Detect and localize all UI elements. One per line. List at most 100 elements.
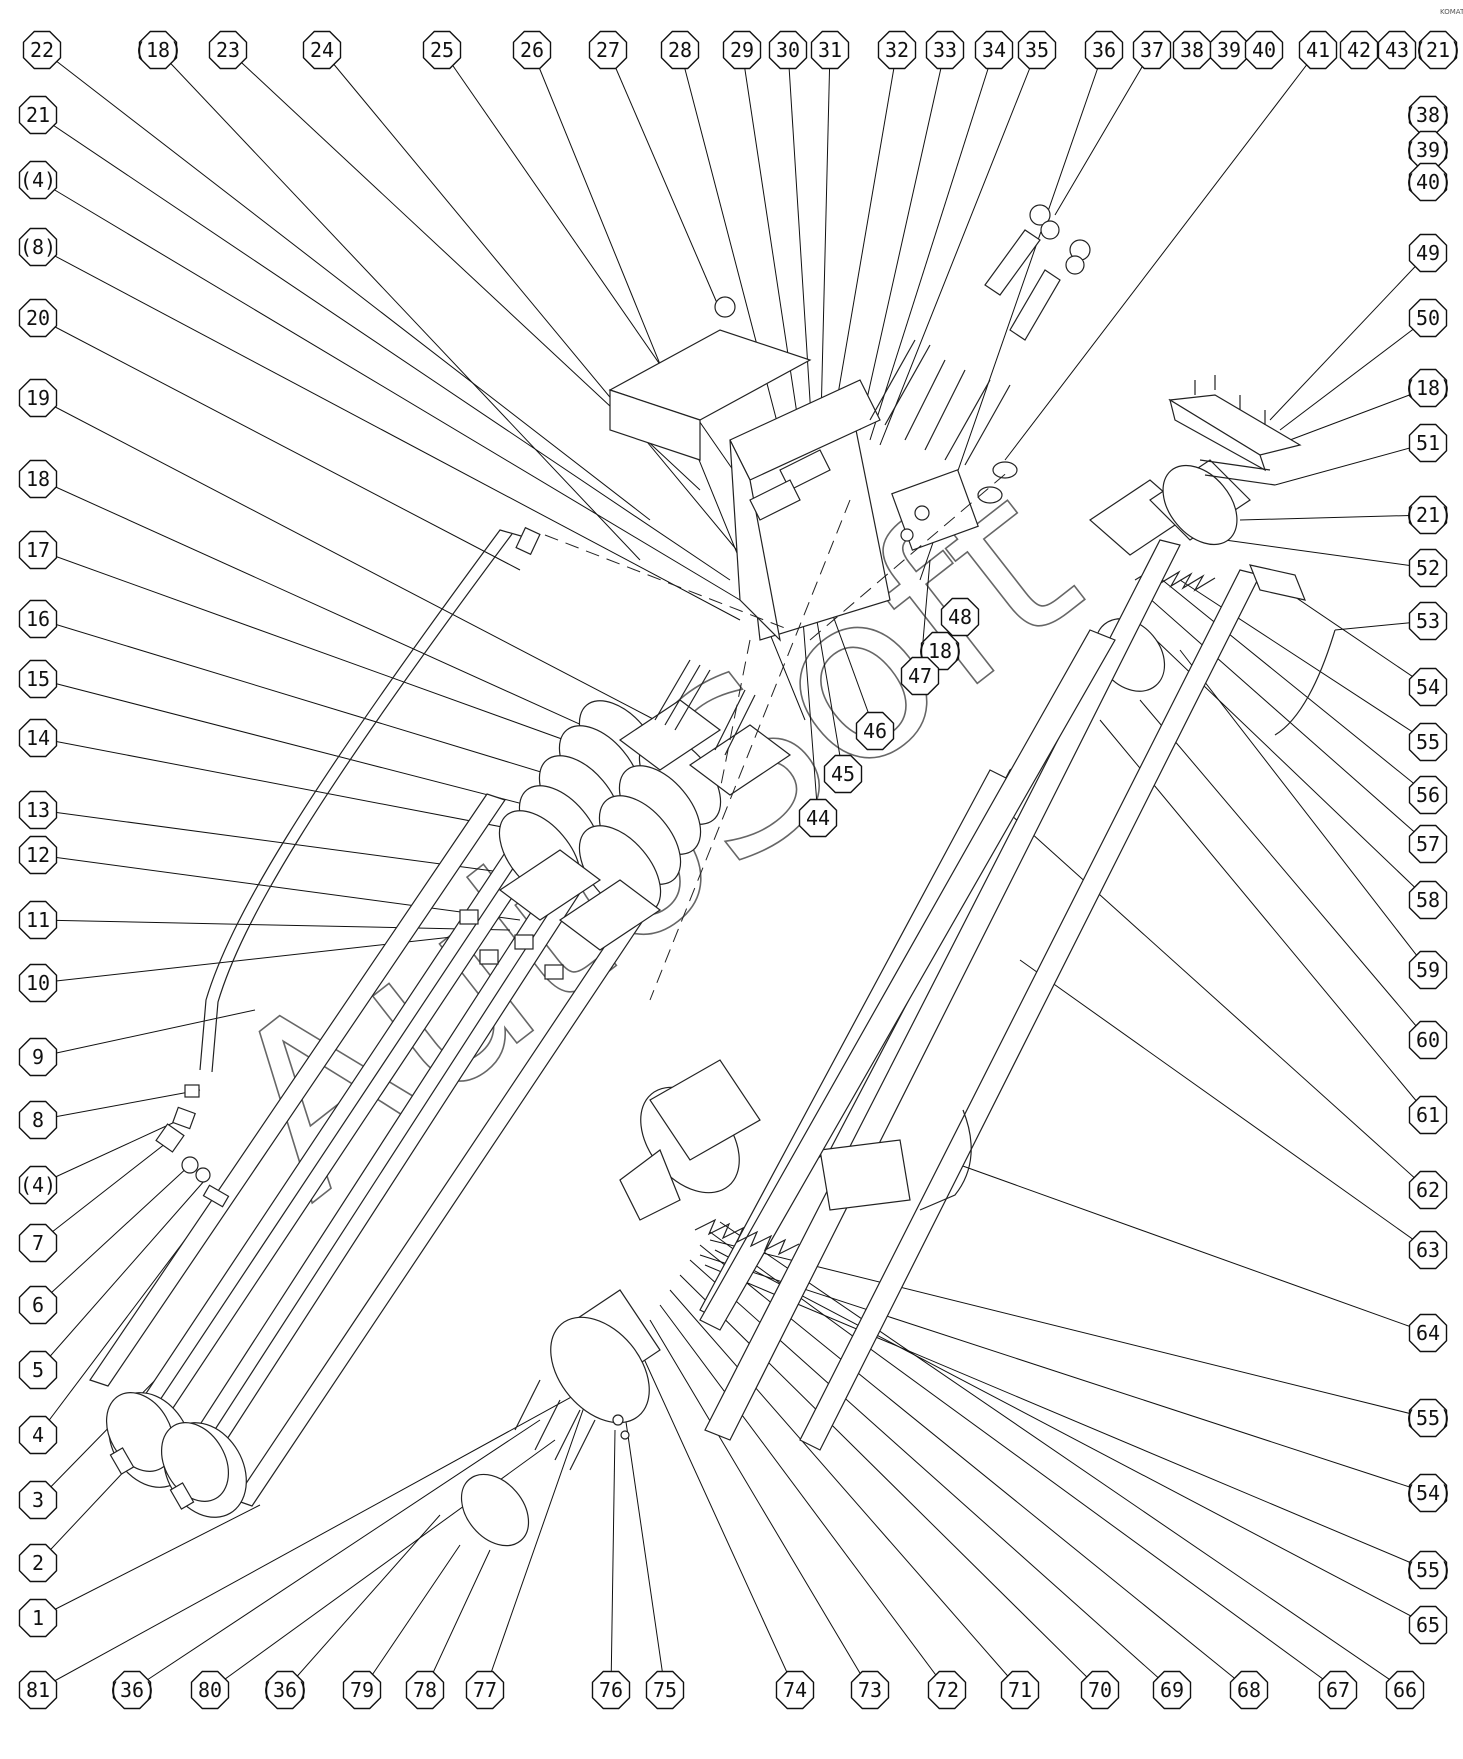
- callout-bubble-c72: 72: [927, 1670, 967, 1710]
- callout-bubble-c30: 30: [768, 30, 808, 70]
- callout-label: 32: [885, 38, 909, 62]
- callout-bubble-c33: 33: [925, 30, 965, 70]
- leader-line-c56: [1149, 569, 1429, 796]
- callout-label: 34: [982, 38, 1006, 62]
- callout-label: 45: [831, 762, 855, 786]
- callout-bubble-c25: 25: [422, 30, 462, 70]
- callout-label: (8): [20, 235, 56, 259]
- callout-octagon: [138, 30, 178, 70]
- callout-octagon: [1408, 1473, 1448, 1513]
- callout-bubble-c65: 65: [1408, 1605, 1448, 1645]
- callout-label: 54: [1416, 675, 1440, 699]
- leader-line-c37: [1054, 49, 1153, 216]
- leader-line-c74: [639, 1349, 796, 1691]
- callout-bubble-c29: 29: [722, 30, 762, 70]
- leader-line-c36a: [131, 1419, 541, 1691]
- callout-label: 52: [1416, 556, 1440, 580]
- callout-bubble-c36b: (36): [261, 1670, 309, 1710]
- callout-bubble-c80: 80: [190, 1670, 230, 1710]
- callout-bubble-c36: 36: [1084, 30, 1124, 70]
- callout-octagon: [1408, 368, 1448, 408]
- callout-octagon: [1408, 298, 1448, 338]
- leader-line-c21b: [1239, 514, 1429, 521]
- callout-label: 9: [32, 1045, 44, 1069]
- callout-octagon: [925, 30, 965, 70]
- leader-line-c60: [1139, 699, 1429, 1041]
- callout-octagon: [591, 1670, 631, 1710]
- callout-bubble-c7: 7: [18, 1223, 58, 1263]
- leader-line-c20: [37, 317, 521, 571]
- callout-label: 16: [26, 607, 50, 631]
- callout-label: 36: [1092, 38, 1116, 62]
- callout-bubble-c21b: (21): [1404, 495, 1452, 535]
- callout-label: 70: [1088, 1678, 1112, 1702]
- tube-assembly-left: [89, 769, 651, 1507]
- callout-label: 55: [1416, 730, 1440, 754]
- callout-bubble-c44: 44: [798, 798, 838, 838]
- callout-label: (40): [1404, 170, 1452, 194]
- callout-octagon: [18, 95, 58, 135]
- callout-bubble-c23: 23: [208, 30, 248, 70]
- callout-octagon: [1408, 1550, 1448, 1590]
- callout-bubble-c60: 60: [1408, 1020, 1448, 1060]
- callout-octagon: [850, 1670, 890, 1710]
- callout-octagon: [1084, 30, 1124, 70]
- piston-rod: [699, 629, 1116, 1331]
- callout-octagon: [1418, 30, 1458, 70]
- callout-bubble-c15: 15: [18, 659, 58, 699]
- leader-line-c18b: [1289, 387, 1429, 441]
- callout-octagon: [18, 790, 58, 830]
- callout-label: 58: [1416, 888, 1440, 912]
- callout-label: 11: [26, 908, 50, 932]
- callout-octagon: [1244, 30, 1284, 70]
- callout-bubble-c4b: (4): [18, 1165, 58, 1205]
- callout-octagon: [1408, 775, 1448, 815]
- callout-bubble-c31: 31: [810, 30, 850, 70]
- callout-octagon: [1408, 1170, 1448, 1210]
- callout-label: 12: [26, 843, 50, 867]
- callout-label: (36): [108, 1678, 156, 1702]
- callout-octagon: [588, 30, 628, 70]
- leader-line-c21: [37, 114, 731, 581]
- callout-label: (4): [20, 1173, 56, 1197]
- callout-label: 47: [908, 664, 932, 688]
- callout-bubble-c40a: (40): [1404, 162, 1452, 202]
- callout-bubble-c59: 59: [1408, 950, 1448, 990]
- callout-label: 66: [1393, 1678, 1417, 1702]
- callout-octagon: [18, 1415, 58, 1455]
- callout-label: 76: [599, 1678, 623, 1702]
- callout-bubble-c18a: (18): [134, 30, 182, 70]
- callout-bubble-c36a: (36): [108, 1670, 156, 1710]
- callout-label: (21): [1404, 503, 1452, 527]
- callout-bubble-c18b: (18): [1404, 368, 1452, 408]
- callout-label: 5: [32, 1358, 44, 1382]
- leader-line-c24: [321, 49, 746, 561]
- callout-bubble-c79: 79: [342, 1670, 382, 1710]
- callout-octagon: [927, 1670, 967, 1710]
- leader-line-c17: [37, 549, 621, 761]
- leader-line-c54a: [699, 1254, 1429, 1494]
- leader-line-c6: [37, 1164, 191, 1306]
- callout-label: 40: [1252, 38, 1276, 62]
- callout-octagon: [405, 1670, 445, 1710]
- callout-label: 44: [806, 806, 830, 830]
- callout-bubble-c57: 57: [1408, 824, 1448, 864]
- callout-octagon: [1172, 30, 1212, 70]
- flange-right: [819, 564, 1336, 1211]
- callout-octagon: [18, 963, 58, 1003]
- callout-label: 3: [32, 1488, 44, 1512]
- leader-line-c35: [879, 49, 1038, 446]
- callout-octagon: [1408, 1313, 1448, 1353]
- callout-label: 31: [818, 38, 842, 62]
- callout-octagon: [18, 1285, 58, 1325]
- callout-bubble-c74: 74: [775, 1670, 815, 1710]
- callout-label: 53: [1416, 609, 1440, 633]
- leader-line-c71: [669, 1289, 1021, 1691]
- callout-bubble-c12: 12: [18, 835, 58, 875]
- callout-bubble-c10: 10: [18, 963, 58, 1003]
- callout-octagon: [1408, 423, 1448, 463]
- callout-label: (38): [1404, 103, 1452, 127]
- callout-octagon: [18, 659, 58, 699]
- callout-bubble-c49: 49: [1408, 233, 1448, 273]
